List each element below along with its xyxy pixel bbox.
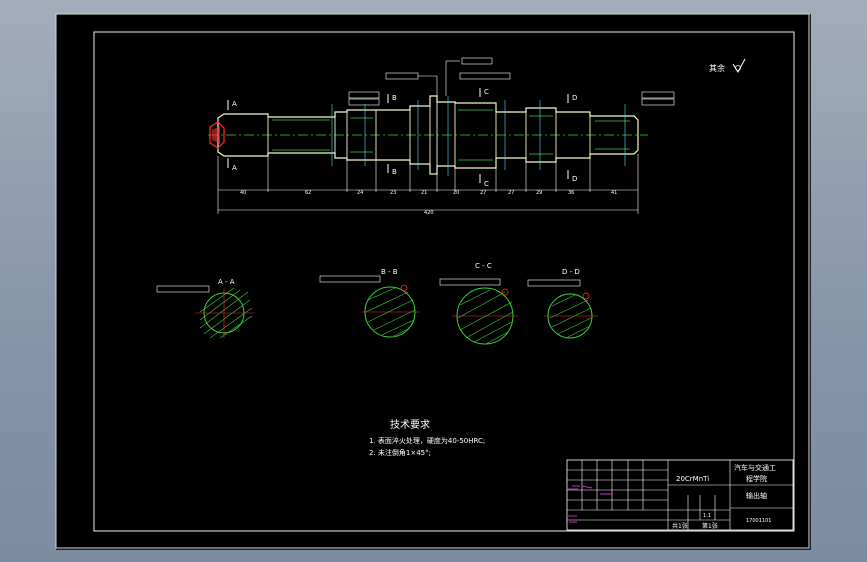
center-hole-fill: [212, 126, 220, 144]
section-dd: D - D: [527, 268, 598, 339]
shaft-step-lines: [267, 96, 591, 174]
dimension-lines: [217, 153, 639, 214]
title-block-sheet-index: 第1张: [702, 522, 718, 530]
marker-d-bottom: D: [572, 175, 577, 183]
section-bb-label: B - B: [381, 268, 398, 276]
title-block-part-name: 输出轴: [746, 491, 767, 500]
tech-requirements-title: 技术要求: [390, 418, 430, 431]
dim-8: 29: [536, 190, 542, 196]
dim-4: 21: [421, 190, 427, 196]
section-aa: A - A: [156, 278, 255, 339]
dimension-values: 40 62 24 23 21 20 27 27 29 36 41 420: [240, 190, 617, 216]
title-block-school-1: 汽车与交通工: [734, 463, 776, 472]
dim-1: 62: [305, 190, 311, 196]
marker-b-top: B: [392, 94, 397, 102]
title-block-sheet-total: 共1张: [672, 522, 688, 530]
outer-frame: [55, 13, 810, 549]
title-block-material: 20CrMnTi: [676, 475, 709, 483]
diameter-callouts: [331, 96, 626, 176]
section-dd-label: D - D: [562, 268, 580, 276]
tech-requirements: 技术要求 1. 表面淬火处理，硬度为40-50HRC; 2. 未注倒角1×45°…: [369, 418, 485, 457]
dim-0: 40: [240, 190, 246, 196]
dim-5: 20: [453, 190, 459, 196]
title-block-scale: 1:1: [703, 513, 711, 519]
inner-frame: [93, 31, 795, 532]
tolerance-frames: [348, 57, 675, 106]
marker-a-top: A: [232, 100, 237, 108]
marker-b-bottom: B: [392, 168, 397, 176]
section-aa-label: A - A: [218, 278, 235, 286]
section-markers: A A B B C C D D: [227, 88, 577, 188]
section-cc-label: C - C: [475, 262, 492, 270]
roughness-symbol-icon: [732, 58, 746, 73]
dim-6: 27: [480, 190, 486, 196]
section-bb: B - B: [319, 268, 420, 338]
dim-7: 27: [508, 190, 514, 196]
marker-a-bottom: A: [232, 164, 237, 172]
title-block-school-2: 程学院: [746, 474, 767, 483]
center-hole-detail: [209, 121, 225, 149]
dim-10: 41: [611, 190, 617, 196]
spline-detail-lines: [272, 109, 630, 161]
dim-overall: 420: [424, 210, 434, 216]
section-cc: C - C: [439, 262, 518, 345]
title-block-marks: [568, 485, 612, 523]
tech-requirement-1: 1. 表面淬火处理，硬度为40-50HRC;: [369, 436, 485, 445]
tech-requirement-2: 2. 未注倒角1×45°;: [369, 448, 431, 457]
dim-9: 36: [568, 190, 574, 196]
roughness-circle-icon: [735, 65, 741, 71]
dim-2: 24: [357, 190, 363, 196]
shaft-main-view: 40 62 24 23 21 20 27 27 29 36 41 420 A A: [208, 57, 675, 216]
title-block-drawing-no: 17001101: [746, 518, 771, 524]
title-block: 20CrMnTi 汽车与交通工 程学院 输出轴 17001101 1:1 共1张…: [566, 459, 794, 531]
marker-c-bottom: C: [484, 180, 489, 188]
roughness-note: 其余: [709, 58, 746, 73]
marker-d-top: D: [572, 94, 577, 102]
roughness-note-text: 其余: [709, 63, 725, 73]
marker-c-top: C: [484, 88, 489, 96]
dim-3: 23: [390, 190, 396, 196]
